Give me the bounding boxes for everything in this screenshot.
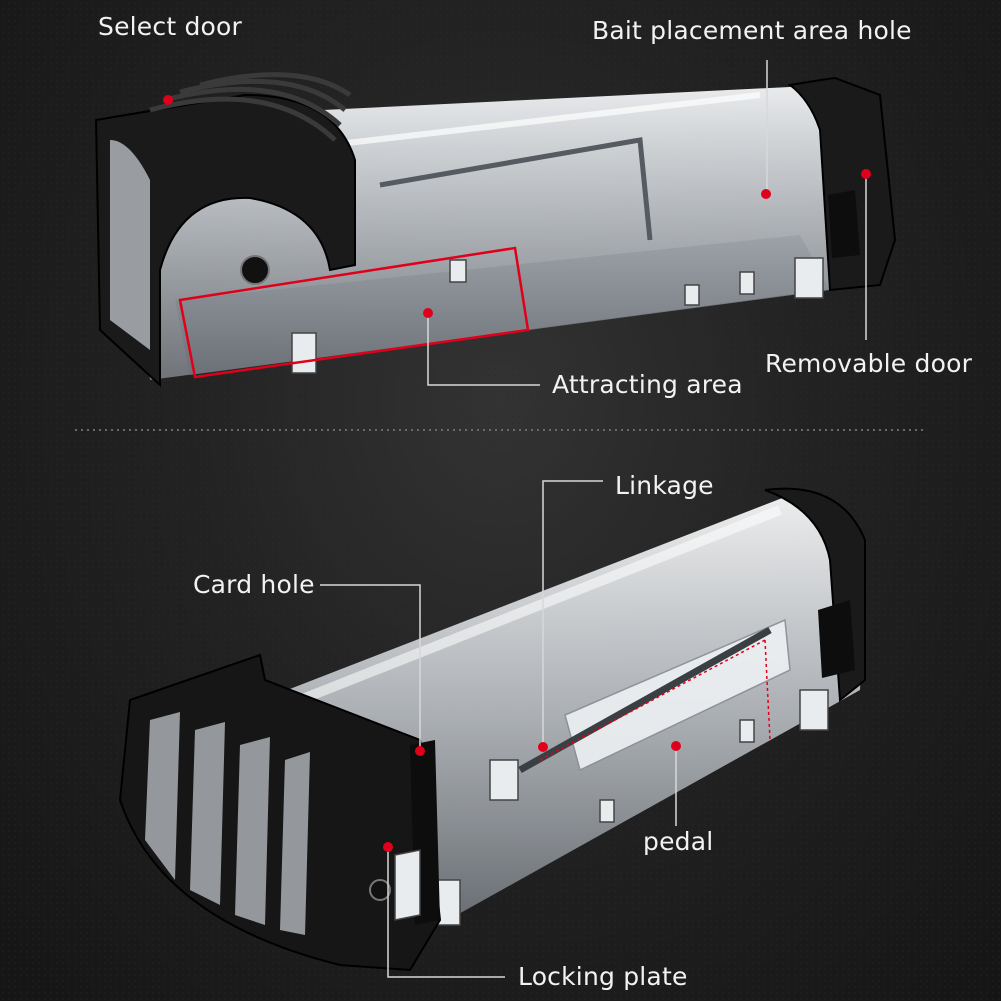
label-select-door: Select door bbox=[98, 12, 243, 41]
bottom-trap bbox=[118, 487, 866, 972]
label-attracting-area: Attracting area bbox=[552, 370, 743, 399]
top-door-latch bbox=[828, 190, 860, 258]
label-bait-placement-area-hole: Bait placement area hole bbox=[592, 16, 912, 45]
top-door-opening bbox=[110, 140, 150, 350]
bottom-linkage-rod bbox=[518, 626, 772, 774]
bottom-pedal bbox=[564, 618, 791, 772]
top-door-ribs bbox=[149, 72, 352, 142]
marker-linkage bbox=[538, 742, 548, 752]
bottom-tube-highlight bbox=[298, 505, 782, 705]
bottom-end-latch bbox=[818, 600, 855, 678]
bottom-locking-plate bbox=[394, 849, 421, 921]
leader-lines bbox=[320, 60, 867, 978]
marker-removable-door bbox=[861, 169, 871, 179]
top-door-screw bbox=[240, 255, 270, 285]
marker-bait-placement-area-hole bbox=[761, 189, 771, 199]
label-linkage: Linkage bbox=[615, 471, 714, 500]
top-trap bbox=[94, 72, 897, 388]
label-card-hole: Card hole bbox=[193, 570, 315, 599]
label-locking-plate: Locking plate bbox=[518, 962, 688, 991]
bottom-linkage-highlight bbox=[539, 639, 766, 761]
marker-pedal bbox=[671, 741, 681, 751]
label-pedal: pedal bbox=[643, 827, 714, 856]
attracting-area-highlight bbox=[178, 246, 530, 379]
bottom-linkage-highlight-vertical bbox=[764, 639, 771, 741]
top-linkage-rod bbox=[379, 137, 653, 241]
marker-card-hole bbox=[415, 746, 425, 756]
marker-attracting-area bbox=[423, 308, 433, 318]
marker-locking-plate bbox=[383, 842, 393, 852]
top-floor-plate bbox=[175, 235, 830, 375]
top-removable-door bbox=[787, 76, 897, 292]
label-removable-door: Removable door bbox=[765, 349, 973, 378]
bottom-door-screw bbox=[369, 879, 391, 901]
marker-select-door bbox=[163, 95, 173, 105]
marker-dots bbox=[163, 95, 871, 852]
bottom-door-slots bbox=[145, 712, 310, 935]
top-clips bbox=[291, 257, 824, 374]
top-tube-highlight bbox=[329, 92, 761, 148]
